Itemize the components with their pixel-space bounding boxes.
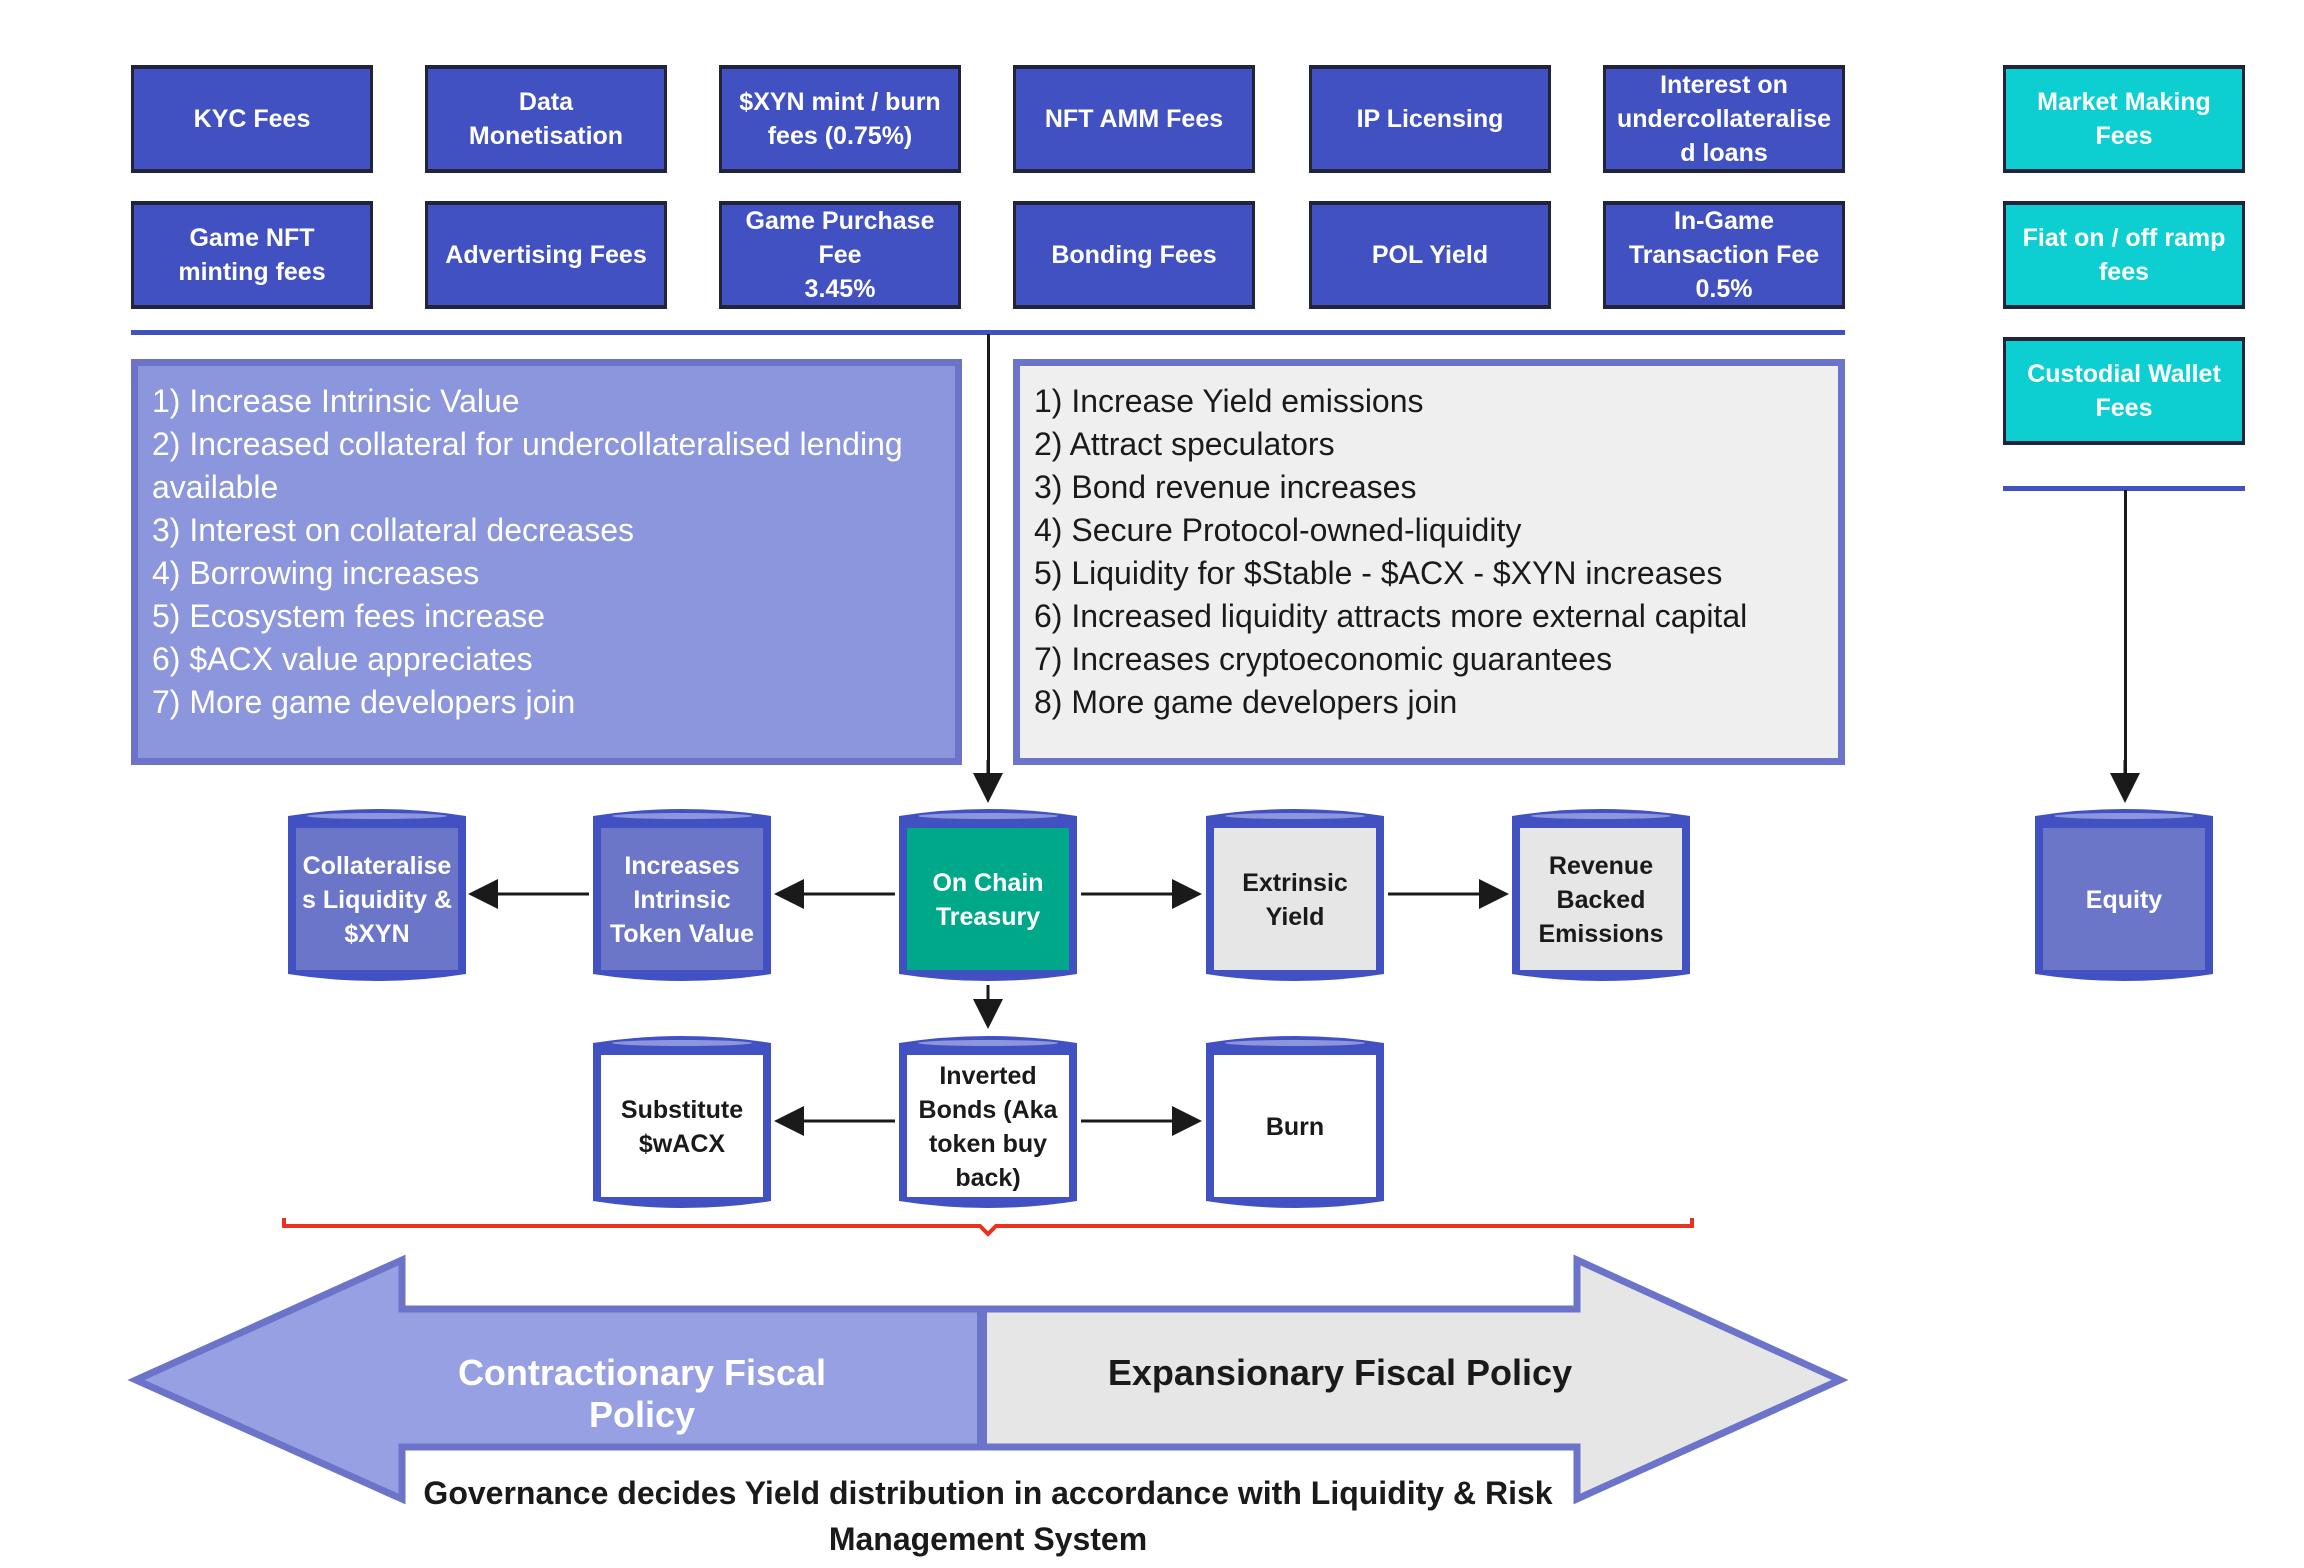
fee-box-external: Market Making Fees xyxy=(2003,65,2245,173)
cylinder-collateralises: Collateralise s Liquidity & $XYN xyxy=(284,802,470,988)
effect-item: 5) Ecosystem fees increase xyxy=(152,598,546,634)
fee-box: POL Yield xyxy=(1309,201,1551,309)
effect-item: 3) Interest on collateral decreases xyxy=(152,512,635,548)
cylinder-treasury: On Chain Treasury xyxy=(895,802,1081,988)
cylinder-equity: Equity xyxy=(2031,802,2217,988)
effect-item: 2) Increased collateral for undercollate… xyxy=(152,426,912,505)
cylinder-inverted: Inverted Bonds (Aka token buy back) xyxy=(895,1029,1081,1215)
fee-box: In-Game Transaction Fee 0.5% xyxy=(1603,201,1845,309)
fee-box: $XYN mint / burn fees (0.75%) xyxy=(719,65,961,173)
contractionary-effects-box: 1) Increase Intrinsic Value 2) Increased … xyxy=(131,359,962,765)
effect-item: 4) Secure Protocol-owned-liquidity xyxy=(1034,512,1522,548)
fee-box: Game NFT minting fees xyxy=(131,201,373,309)
cylinder-label: On Chain Treasury xyxy=(932,869,1044,931)
effect-item: 1) Increase Intrinsic Value xyxy=(152,383,520,419)
effect-item: 1) Increase Yield emissions xyxy=(1034,383,1424,419)
fee-box: Advertising Fees xyxy=(425,201,667,309)
right-fees-bracket xyxy=(2003,486,2245,491)
fee-box: Game Purchase Fee 3.45% xyxy=(719,201,961,309)
fee-box: Data Monetisation xyxy=(425,65,667,173)
effect-item: 6) $ACX value appreciates xyxy=(152,641,533,677)
expansionary-effects-box: 1) Increase Yield emissions 2) Attract sp… xyxy=(1013,359,1845,765)
effect-item: 3) Bond revenue increases xyxy=(1034,469,1417,505)
fee-box: Bonding Fees xyxy=(1013,201,1255,309)
cylinder-label: Collateralise s Liquidity & $XYN xyxy=(302,852,452,948)
cylinder-label: Increases Intrinsic Token Value xyxy=(609,852,755,948)
fee-box: NFT AMM Fees xyxy=(1013,65,1255,173)
outcomes-bracket xyxy=(282,1218,1694,1237)
fee-box-external: Fiat on / off ramp fees xyxy=(2003,201,2245,309)
cylinder-extrinsic: Extrinsic Yield xyxy=(1202,802,1388,988)
expansionary-policy-label: Expansionary Fiscal Policy xyxy=(1107,1352,1573,1393)
fee-box: KYC Fees xyxy=(131,65,373,173)
fee-box: Interest on undercollateralise d loans xyxy=(1603,65,1845,173)
effect-item: 4) Borrowing increases xyxy=(152,555,480,591)
cylinder-revenue: Revenue Backed Emissions xyxy=(1508,802,1694,988)
connector-line xyxy=(2124,490,2127,794)
cylinder-label: Substitute $wACX xyxy=(620,1096,744,1158)
cylinder-label: Extrinsic Yield xyxy=(1242,869,1348,931)
cylinder-label: Burn xyxy=(1265,1113,1325,1141)
cylinder-substitute: Substitute $wACX xyxy=(589,1029,775,1215)
fee-box: IP Licensing xyxy=(1309,65,1551,173)
contractionary-policy-label: Contractionary Fiscal Policy xyxy=(457,1352,827,1435)
effect-item: 8) More game developers join xyxy=(1034,684,1458,720)
cylinder-label: Equity xyxy=(2085,886,2163,914)
connector-line xyxy=(987,334,990,794)
effect-item: 6) Increased liquidity attracts more ext… xyxy=(1034,598,1748,634)
effect-item: 7) More game developers join xyxy=(152,684,576,720)
cylinder-burn: Burn xyxy=(1202,1029,1388,1215)
fees-bracket xyxy=(131,330,1845,335)
governance-caption: Governance decides Yield distribution in… xyxy=(423,1475,1553,1557)
effect-item: 7) Increases cryptoeconomic guarantees xyxy=(1034,641,1613,677)
cylinder-label: Inverted Bonds (Aka token buy back) xyxy=(918,1062,1058,1192)
fee-box-external: Custodial Wallet Fees xyxy=(2003,337,2245,445)
effect-item: 5) Liquidity for $Stable - $ACX - $XYN i… xyxy=(1034,555,1723,591)
cylinder-label: Revenue Backed Emissions xyxy=(1538,852,1664,948)
cylinder-intrinsic: Increases Intrinsic Token Value xyxy=(589,802,775,988)
effect-item: 2) Attract speculators xyxy=(1034,426,1335,462)
